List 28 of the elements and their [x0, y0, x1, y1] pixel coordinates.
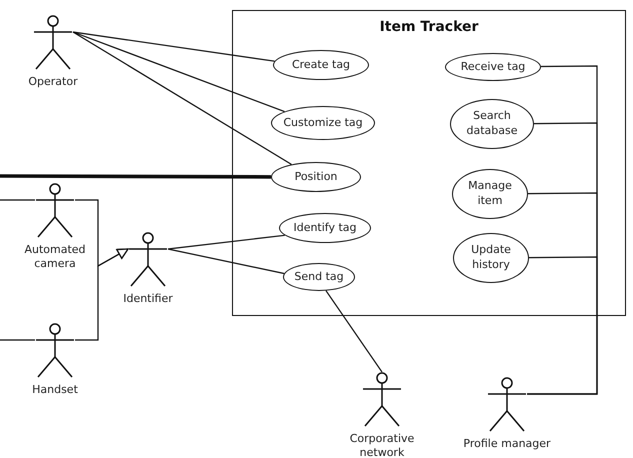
- use-case: Customize tag: [271, 106, 375, 140]
- actor-label: Identifier: [123, 292, 173, 306]
- use-case: Search database: [450, 99, 534, 149]
- use-case: Create tag: [273, 50, 369, 80]
- actor-label: Automated camera: [23, 243, 87, 272]
- association-line: [72, 31, 292, 165]
- generalization-arrow: [75, 248, 129, 341]
- association-line: [72, 31, 285, 112]
- system-title: Item Tracker: [380, 19, 478, 35]
- actor-label: Profile manager: [463, 437, 551, 452]
- association-line: [0, 199, 35, 201]
- association-line: [0, 174, 271, 179]
- actor-label: Corporative network: [348, 432, 416, 458]
- association-line: [168, 234, 285, 250]
- use-case: Send tag: [283, 263, 355, 291]
- association-line: [326, 290, 382, 372]
- use-case: Update history: [453, 233, 529, 283]
- association-line: [527, 256, 598, 395]
- use-case: Identify tag: [279, 213, 371, 243]
- actor-label: Operator: [28, 75, 78, 90]
- actor-label: Handset: [32, 383, 78, 398]
- use-case: Manage item: [452, 169, 528, 219]
- system-boundary: [232, 10, 626, 316]
- association-line: [168, 248, 284, 274]
- use-case: Position: [271, 162, 361, 192]
- association-line: [72, 31, 275, 62]
- use-case: Receive tag: [445, 53, 541, 81]
- association-line: [0, 339, 35, 341]
